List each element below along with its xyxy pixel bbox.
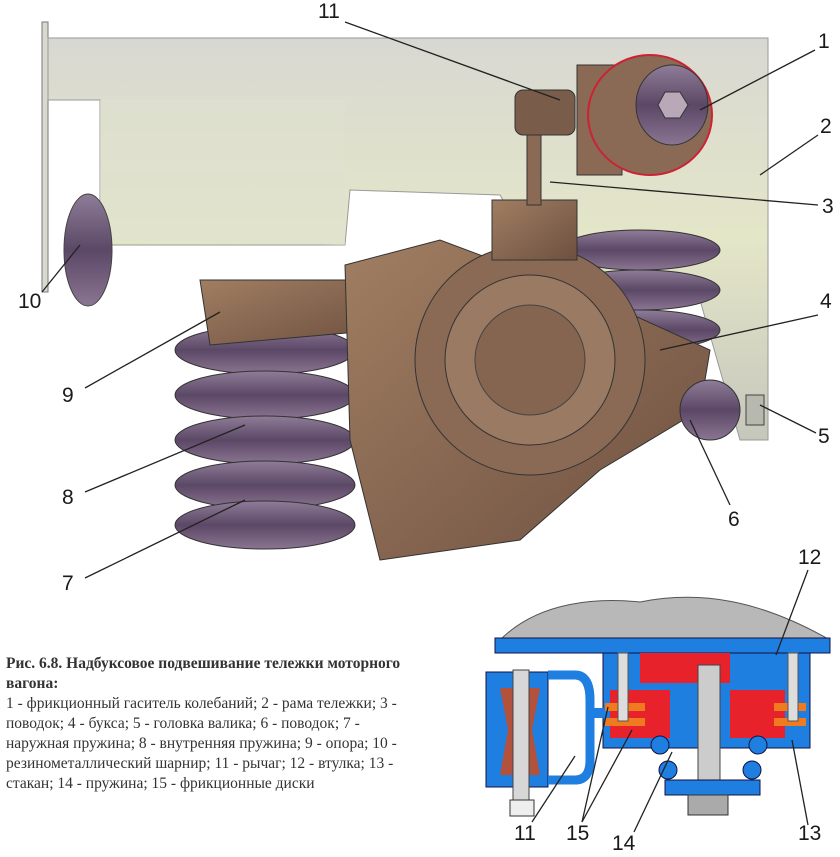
inset-label-12: 12: [798, 546, 822, 569]
figure-caption: Рис. 6.8. Надбуксовое подвешивание тележ…: [6, 654, 416, 794]
label-6: 6: [728, 508, 740, 531]
inset-label-14: 14: [612, 832, 636, 855]
label-8: 8: [62, 486, 74, 509]
label-3: 3: [822, 195, 834, 218]
label-9: 9: [62, 384, 74, 407]
label-10: 10: [18, 290, 42, 313]
label-11: 11: [318, 0, 340, 23]
label-4: 4: [820, 290, 832, 313]
inset-label-15: 15: [566, 822, 590, 845]
label-7: 7: [62, 572, 74, 595]
caption-legend: 1 - фрикционный гаситель колебаний; 2 - …: [6, 695, 397, 792]
label-1: 1: [818, 30, 830, 53]
inset-label-13: 13: [798, 822, 822, 845]
friction-damper: [576, 54, 713, 176]
axle-box: [344, 239, 711, 561]
main-illustration: [41, 21, 819, 579]
label-2: 2: [820, 115, 832, 138]
label-5: 5: [818, 425, 830, 448]
inset-label-11: 11: [514, 822, 536, 845]
caption-title: Рис. 6.8. Надбуксовое подвешивание тележ…: [6, 655, 401, 692]
